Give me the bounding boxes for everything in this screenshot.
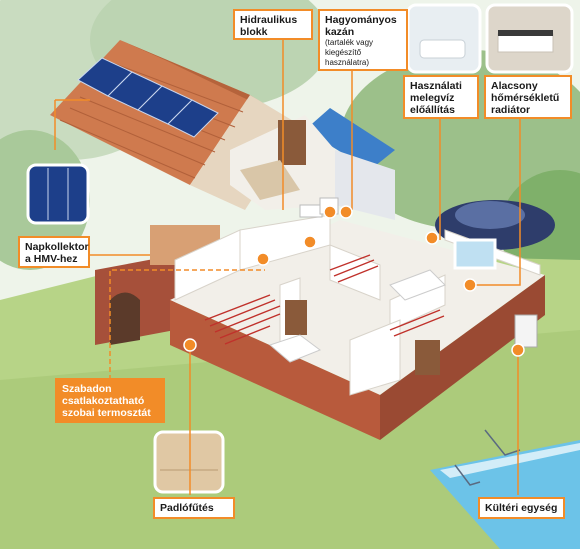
photo-inset-bedroom [485, 3, 574, 74]
label-floor-heating: Padlófűtés [153, 497, 235, 519]
label-solar-collector: Napkollektor a HMV-hez [18, 236, 90, 268]
label-room-thermostat: Szabadon csatlakoztatható szobai termosz… [55, 378, 165, 423]
solar-panels [77, 57, 219, 138]
label-low-temp-radiator: Alacsony hőmérsékletű radiátor [484, 75, 572, 119]
upper-floor [230, 115, 395, 220]
connector-lines [54, 36, 521, 495]
deck-chairs [454, 429, 521, 486]
label-hydraulic-block: Hidraulikus blokk [233, 9, 313, 40]
label-outdoor-unit: Kültéri egység [478, 497, 565, 519]
floor-heating-pipes [204, 254, 445, 345]
label-hot-water: Használati melegvíz előállítás [403, 75, 479, 119]
photo-inset-floor [153, 430, 225, 494]
photo-inset-bathroom [406, 3, 482, 74]
window [453, 238, 497, 270]
blue-roof [305, 108, 395, 170]
label-traditional-boiler: Hagyományos kazán (tartalék vagy kiegész… [318, 9, 408, 71]
photo-inset-solar [26, 163, 90, 225]
connector-dots [183, 205, 525, 357]
